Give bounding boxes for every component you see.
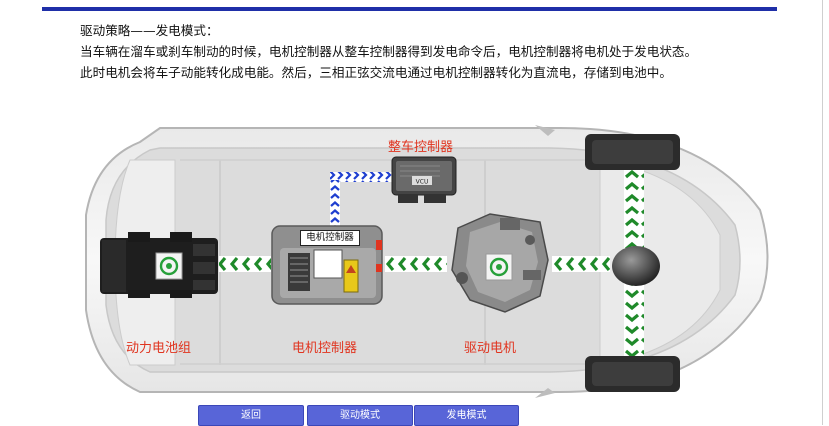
right-border-line xyxy=(822,0,823,425)
drive-motor-unit xyxy=(451,213,549,313)
flow-arrow-axle-to-motor xyxy=(552,256,610,272)
battery-pack xyxy=(100,232,218,298)
flow-arrow-motor-to-controller xyxy=(385,256,447,272)
vcu-label: 整车控制器 xyxy=(388,140,454,155)
vcu-signal-arrow xyxy=(330,172,392,226)
differential xyxy=(612,246,660,286)
vcu-unit: VCU xyxy=(391,156,457,203)
description-line-2: 此时电机会将车子动能转化成电能。然后，三相正弦交流电通过电机控制器转化为直流电，… xyxy=(80,65,672,80)
motor-label: 驱动电机 xyxy=(464,341,517,356)
description-block: 驱动策略——发电模式： 当车辆在溜车或刹车制动的时候，电机控制器从整车控制器得到… xyxy=(80,20,800,83)
top-accent-bar xyxy=(42,7,777,11)
axle-flow xyxy=(624,170,644,356)
generate-mode-button[interactable]: 发电模式 xyxy=(414,405,519,426)
page-heading: 驱动策略——发电模式： xyxy=(80,23,219,38)
controller-tag: 电机控制器 xyxy=(300,230,360,246)
description-line-1: 当车辆在溜车或刹车制动的时候，电机控制器从整车控制器得到发电命令后，电机控制器将… xyxy=(80,44,698,59)
back-button[interactable]: 返回 xyxy=(198,405,304,426)
drive-mode-button[interactable]: 驱动模式 xyxy=(307,405,413,426)
battery-label: 动力电池组 xyxy=(126,341,192,356)
front-wheels xyxy=(585,134,680,392)
controller-label: 电机控制器 xyxy=(292,341,358,356)
vcu-tag: VCU xyxy=(416,179,429,186)
flow-arrow-controller-to-battery xyxy=(219,256,271,272)
